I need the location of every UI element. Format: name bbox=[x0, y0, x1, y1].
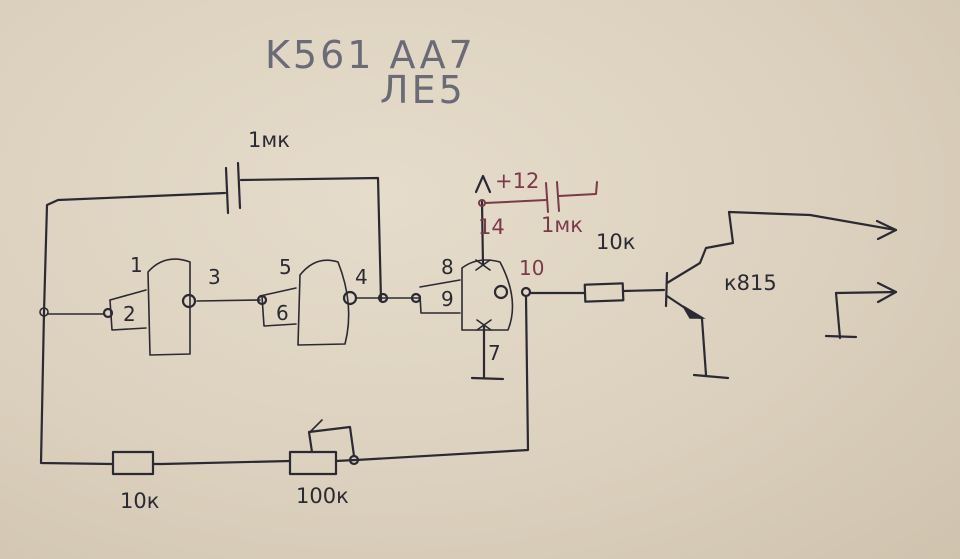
base-resistor-label: 10к bbox=[596, 230, 635, 254]
gate1-to-gate2-wire bbox=[196, 299, 261, 302]
variable-resistor-100k bbox=[288, 419, 360, 476]
pin-8-label: 8 bbox=[441, 255, 454, 279]
gate-3-nand bbox=[419, 259, 514, 331]
supply-capacitor-label: 1мк bbox=[541, 213, 583, 237]
supply-rail bbox=[474, 174, 598, 271]
pin-4-label: 4 bbox=[355, 265, 368, 289]
supply-pin-label: 14 bbox=[478, 215, 505, 239]
variable-resistor-label: 100к bbox=[296, 484, 349, 508]
chip-title-line2: ЛЕ5 bbox=[380, 68, 466, 112]
gate2-to-gate3-wire bbox=[355, 292, 422, 304]
output-wire bbox=[354, 282, 666, 462]
transistor-label: к815 bbox=[724, 271, 777, 295]
chip-title-line1: K561 AA7 bbox=[265, 33, 476, 77]
transistor-kt815 bbox=[664, 210, 898, 380]
feedback-loop-wire bbox=[42, 176, 383, 314]
pin-2-label: 2 bbox=[123, 302, 136, 326]
gate-2-nand bbox=[256, 259, 358, 346]
left-bus-wire bbox=[39, 307, 114, 466]
resistor-10k-left bbox=[111, 450, 292, 476]
pin-1-label: 1 bbox=[130, 253, 143, 277]
pin-10-label: 10 bbox=[519, 256, 544, 280]
feedback-capacitor bbox=[224, 161, 242, 215]
pin-6-label: 6 bbox=[276, 301, 289, 325]
feedback-capacitor-label: 1мк bbox=[248, 128, 290, 152]
output-terminals bbox=[824, 281, 898, 340]
supply-voltage-label: +12 bbox=[495, 169, 539, 193]
gate-1-nand bbox=[102, 258, 197, 356]
pin-3-label: 3 bbox=[208, 265, 221, 289]
pin-9-label: 9 bbox=[441, 287, 454, 311]
ground-pin-label: 7 bbox=[488, 341, 501, 365]
pin-5-label: 5 bbox=[279, 255, 292, 279]
left-resistor-label: 10к bbox=[120, 489, 159, 513]
ground-pin-wire bbox=[470, 319, 505, 381]
